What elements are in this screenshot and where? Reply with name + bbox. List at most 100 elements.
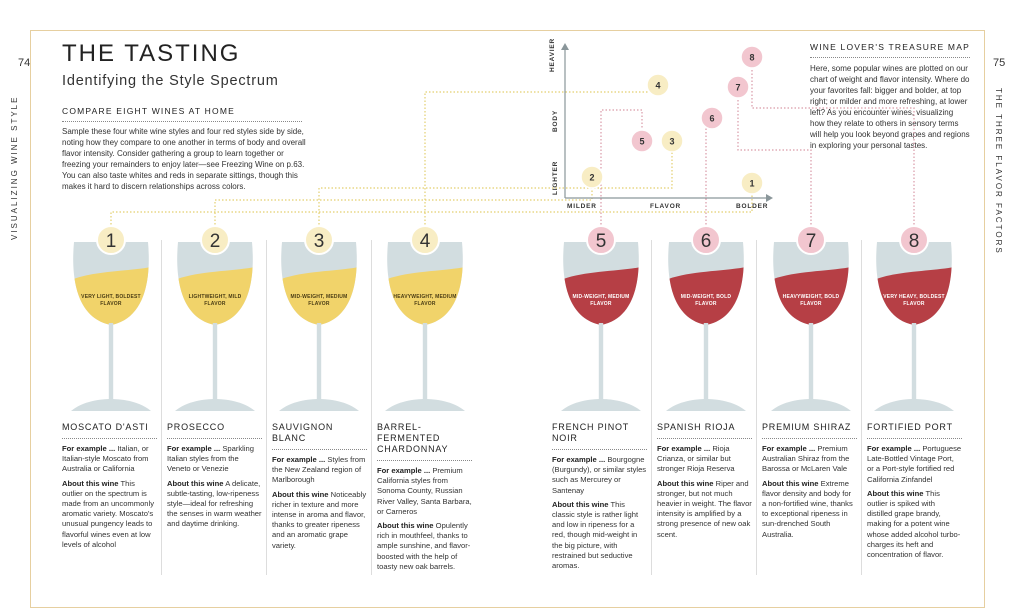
example-prefix: For example ...	[377, 466, 431, 475]
glass-badge-8: 8	[899, 225, 929, 255]
svg-text:7: 7	[735, 83, 740, 93]
svg-text:8: 8	[749, 53, 754, 63]
wine-glass-1	[71, 242, 151, 411]
wine-glass-6	[666, 242, 746, 411]
column-divider	[161, 240, 162, 575]
y-arrow-icon	[561, 43, 569, 50]
x-axis-label: FLAVOR	[650, 203, 682, 210]
column-divider	[651, 240, 652, 575]
map-text: Here, some popular wines are plotted on …	[810, 64, 970, 150]
wine-example: For example ... Bourgogne (Burgundy), or…	[552, 455, 647, 496]
glass-label-1: VERY LIGHT, BOLDEST FLAVOR	[81, 294, 141, 307]
page-subtitle: Identifying the Style Spectrum	[62, 73, 279, 89]
svg-text:8: 8	[909, 231, 920, 252]
wine-example: For example ... Sparkling Italian styles…	[167, 444, 262, 475]
about-prefix: About this wine	[552, 499, 609, 509]
about-text: Opulently rich in mouthfeel, thanks to a…	[377, 521, 471, 571]
example-prefix: For example ...	[552, 455, 606, 464]
wine-column-5: FRENCH PINOT NOIR For example ... Bourgog…	[552, 422, 647, 575]
wine-example: For example ... Premium Australian Shira…	[762, 444, 857, 475]
page-number-right: 75	[993, 57, 1006, 69]
svg-text:3: 3	[314, 231, 325, 252]
intro-text: Sample these four white wine styles and …	[62, 127, 306, 191]
example-prefix: For example ...	[657, 444, 711, 453]
glass-label-5: MID-WEIGHT, MEDIUM FLAVOR	[572, 294, 630, 307]
wine-example: For example ... Portuguese Late-Bottled …	[867, 444, 962, 485]
wine-column-8: FORTIFIED PORT For example ... Portuguese…	[867, 422, 962, 564]
about-prefix: About this wine	[377, 521, 434, 531]
connector-lines	[110, 57, 915, 228]
about-text: This outlier on the spectrum is made fro…	[62, 478, 155, 549]
glass-badge-7: 7	[796, 225, 826, 255]
map-heading: WINE LOVER'S TREASURE MAP	[810, 42, 970, 58]
glass-label-3: MID-WEIGHT, MEDIUM FLAVOR	[290, 294, 348, 307]
wine-column-7: PREMIUM SHIRAZ For example ... Premium Au…	[762, 422, 857, 544]
map-point-7: 7	[726, 75, 750, 99]
example-prefix: For example ...	[62, 444, 116, 453]
example-text: Portuguese Late-Bottled Vintage Port, or…	[867, 444, 962, 484]
about-text: A delicate, subtle-tasting, low-ripeness…	[167, 478, 262, 529]
wine-example: For example ... Styles from the New Zeal…	[272, 455, 367, 486]
wine-name: FRENCH PINOT NOIR	[552, 422, 647, 450]
connector-line-5	[600, 109, 643, 228]
connector-line-2	[214, 177, 593, 228]
connector-line-1	[110, 183, 753, 228]
map-point-3: 3	[660, 129, 684, 153]
wine-example: For example ... Rioja Crianza, or simila…	[657, 444, 752, 475]
wine-about: About this wine This outlier on the spec…	[62, 479, 157, 550]
wine-column-4: BARREL-FERMENTED CHARDONNAY For example .…	[377, 422, 472, 576]
about-prefix: About this wine	[167, 478, 224, 488]
wine-name: MOSCATO D'ASTI	[62, 422, 157, 439]
example-prefix: For example ...	[762, 444, 816, 453]
wine-about: About this wine A delicate, subtle-tasti…	[167, 479, 262, 530]
wine-column-3: SAUVIGNON BLANC For example ... Styles fr…	[272, 422, 367, 555]
svg-text:2: 2	[210, 231, 221, 252]
column-divider	[861, 240, 862, 575]
about-prefix: About this wine	[762, 478, 819, 488]
wine-name: PROSECCO	[167, 422, 262, 439]
wine-about: About this wine Riper and stronger, but …	[657, 479, 752, 540]
wine-name: BARREL-FERMENTED CHARDONNAY	[377, 422, 472, 461]
svg-text:1: 1	[106, 231, 117, 252]
glass-badge-4: 4	[410, 225, 440, 255]
example-prefix: For example ...	[867, 444, 921, 453]
wine-about: About this wine This classic style is ra…	[552, 500, 647, 571]
intro-heading: COMPARE EIGHT WINES AT HOME	[62, 106, 302, 122]
svg-text:4: 4	[655, 81, 660, 91]
example-prefix: For example ...	[167, 444, 221, 453]
example-text: Bourgogne (Burgundy), or similar styles …	[552, 455, 647, 495]
map-point-1: 1	[740, 171, 764, 195]
wine-name: FORTIFIED PORT	[867, 422, 962, 439]
page-frame	[30, 30, 985, 608]
x-arrow-icon	[766, 194, 773, 202]
wine-example: For example ... Premium California style…	[377, 466, 472, 517]
map-point-2: 2	[580, 165, 604, 189]
about-text: This outlier is spiked with distilled gr…	[867, 488, 961, 560]
about-prefix: About this wine	[272, 489, 329, 499]
wine-example: For example ... Italian, or Italian-styl…	[62, 444, 157, 475]
wine-about: About this wine Noticeably richer in tex…	[272, 490, 367, 551]
glass-label-8: VERY HEAVY, BOLDEST FLAVOR	[883, 294, 945, 307]
svg-text:1: 1	[749, 179, 754, 189]
example-prefix: For example ...	[272, 455, 326, 464]
about-prefix: About this wine	[657, 478, 714, 488]
wine-name: SAUVIGNON BLANC	[272, 422, 367, 450]
svg-text:7: 7	[806, 231, 817, 252]
wine-glass-7	[771, 242, 851, 411]
connector-line-3	[318, 141, 673, 228]
wine-name: PREMIUM SHIRAZ	[762, 422, 857, 439]
example-text: Styles from the New Zealand region of Ma…	[272, 455, 366, 485]
about-prefix: About this wine	[62, 478, 119, 488]
page-title: THE TASTING	[62, 40, 241, 67]
x-axis-left-label: MILDER	[567, 203, 597, 210]
wine-about: About this wine Extreme flavor density a…	[762, 479, 857, 540]
connector-line-4	[424, 85, 659, 228]
wine-glass-4	[385, 242, 465, 411]
about-text: Extreme flavor density and body for a no…	[762, 478, 853, 539]
map-point-4: 4	[646, 73, 670, 97]
svg-text:5: 5	[639, 137, 644, 147]
page-number-left: 74	[18, 57, 31, 69]
